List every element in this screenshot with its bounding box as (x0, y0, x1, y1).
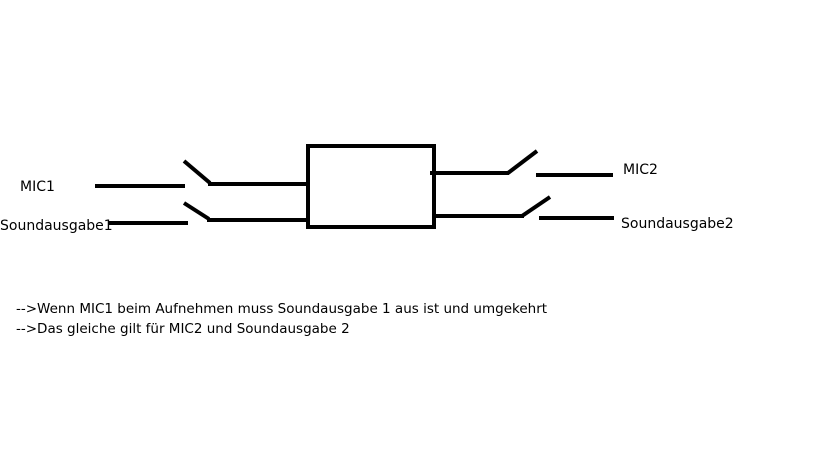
note-line-2: -->Das gleiche gilt für MIC2 und Soundau… (16, 321, 350, 337)
mic1-switch-blade (182, 159, 212, 185)
mic1-label: MIC1 (20, 179, 55, 195)
mic2-switch-blade (506, 149, 539, 175)
sound1-label: Soundausgabe1 (0, 218, 113, 234)
sound2-label: Soundausgabe2 (621, 216, 734, 232)
mic2-label: MIC2 (623, 162, 658, 178)
note-line-1: -->Wenn MIC1 beim Aufnehmen muss Soundau… (16, 301, 548, 317)
sound1-switch-blade (182, 201, 211, 221)
central-box (306, 144, 436, 229)
sound2-switch-blade (520, 195, 552, 218)
